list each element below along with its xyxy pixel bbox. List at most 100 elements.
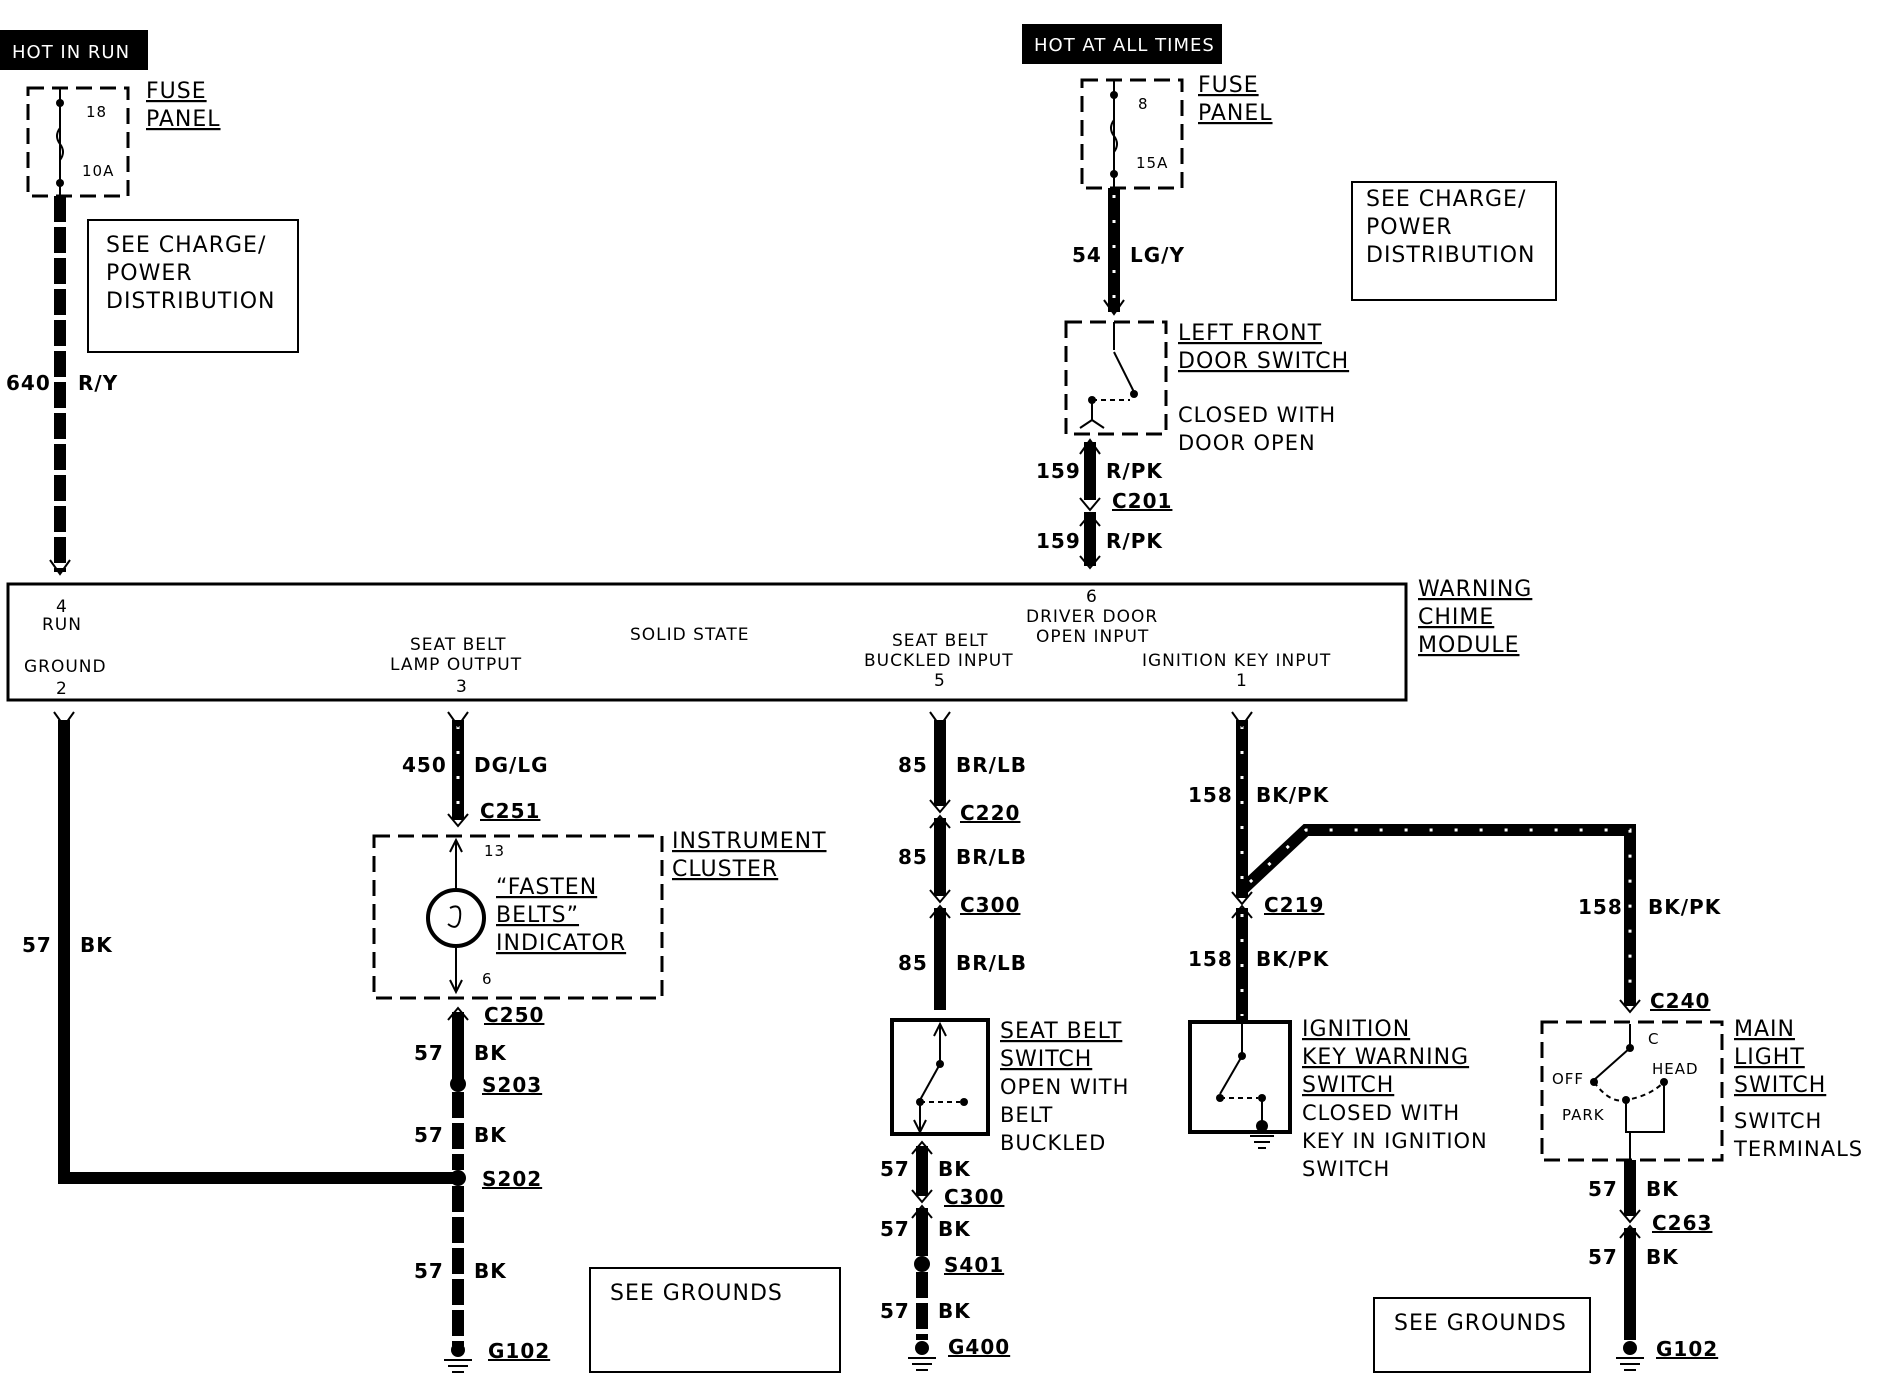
connector-g102-right: G102 (1656, 1337, 1718, 1361)
door-switch-desc2: DOOR OPEN (1178, 431, 1316, 455)
note-charge-right-3: DISTRIBUTION (1366, 243, 1536, 268)
wire-640-num: 640 (6, 371, 51, 395)
fuse-left-number: 18 (86, 103, 107, 121)
cluster-pin-top: 13 (484, 842, 505, 860)
note-charge-power-left (87, 219, 299, 353)
wire-158a-color: BK/PK (1256, 783, 1330, 807)
pin-door-label2: OPEN INPUT (1036, 627, 1149, 647)
wire-57-s1-color: BK (938, 1157, 971, 1181)
connector-c300-upper: C300 (960, 893, 1020, 917)
pin-ground-label: GROUND (24, 657, 107, 677)
door-switch-title2: DOOR SWITCH (1178, 349, 1349, 374)
pin-door-label1: DRIVER DOOR (1026, 607, 1158, 627)
fuse-right-number: 8 (1138, 95, 1149, 113)
cluster-title2: CLUSTER (672, 857, 778, 882)
wire-85b-num: 85 (898, 845, 928, 869)
pin-run-num: 4 (56, 597, 68, 617)
connector-c201: C201 (1112, 489, 1172, 513)
wire-158c-color: BK/PK (1648, 895, 1722, 919)
pin-lamp-label1: SEAT BELT (410, 635, 507, 655)
seatbelt-switch-title2: SWITCH (1000, 1047, 1092, 1072)
fuse-right-title2: PANEL (1198, 101, 1273, 126)
wire-57-m1-color: BK (1646, 1177, 1679, 1201)
hot-at-all-times-label: HOT AT ALL TIMES (1034, 35, 1215, 56)
seatbelt-switch-box (890, 1018, 990, 1136)
wire-158c (1237, 824, 1636, 1006)
wire-640-color: R/Y (78, 371, 118, 395)
wire-159a-color: R/PK (1106, 459, 1163, 483)
wire-57-m2-color: BK (1646, 1245, 1679, 1269)
module-solid-state: SOLID STATE (630, 625, 749, 645)
wire-57-left (58, 720, 454, 1184)
note-charge-left-3: DISTRIBUTION (106, 289, 276, 314)
connector-s401: S401 (944, 1253, 1004, 1277)
wire-85c-num: 85 (898, 951, 928, 975)
wire-158a-num: 158 (1188, 783, 1233, 807)
ground-g400-icon (908, 1341, 936, 1371)
fuse-right-rating: 15A (1136, 154, 1168, 172)
pin-lamp-num: 3 (456, 677, 468, 697)
connector-g400: G400 (948, 1335, 1010, 1359)
module-title3: MODULE (1418, 633, 1520, 658)
wire-57-s2-color: BK (938, 1217, 971, 1241)
pin-key-label: IGNITION KEY INPUT (1142, 651, 1331, 671)
connector-c240: C240 (1650, 989, 1710, 1013)
fasten-belts-lamp-icon (426, 888, 486, 948)
wire-54-color: LG/Y (1130, 243, 1185, 267)
note-see-grounds-2 (1373, 1297, 1591, 1373)
ground-g102-right-icon (1616, 1341, 1644, 1371)
splice-s202 (450, 1170, 466, 1186)
wire-57-c1-num: 57 (414, 1041, 444, 1065)
note-charge-power-right (1351, 181, 1557, 301)
fuse-left-rating: 10A (82, 162, 114, 180)
pin-door-num: 6 (1086, 587, 1098, 607)
wire-54-num: 54 (1072, 243, 1102, 267)
ignition-switch-title1: IGNITION (1302, 1017, 1410, 1042)
note-see-grounds-2-text: SEE GROUNDS (1394, 1311, 1567, 1336)
ignition-switch-box (1188, 1020, 1292, 1134)
wire-57-s2-num: 57 (880, 1217, 910, 1241)
hot-in-run-tag (0, 30, 148, 70)
ignition-switch-desc3: SWITCH (1302, 1157, 1390, 1181)
fuse-panel-right (1080, 78, 1184, 190)
wire-159a-num: 159 (1036, 459, 1081, 483)
ground-ignition-switch-icon (1250, 1120, 1274, 1149)
warning-chime-module (6, 582, 1408, 702)
connector-c250: C250 (484, 1003, 544, 1027)
cluster-title1: INSTRUMENT (672, 829, 827, 854)
wire-85a-color: BR/LB (956, 753, 1027, 777)
seatbelt-switch-title1: SEAT BELT (1000, 1019, 1122, 1044)
wire-158c-num: 158 (1578, 895, 1623, 919)
wire-57-c2-num: 57 (414, 1123, 444, 1147)
wire-57-c1-color: BK (474, 1041, 507, 1065)
note-see-grounds-1 (589, 1267, 841, 1373)
wire-57-s3-color: BK (938, 1299, 971, 1323)
wire-57-m1-num: 57 (1588, 1177, 1618, 1201)
pin-run-label: RUN (42, 615, 82, 635)
door-switch-desc1: CLOSED WITH (1178, 403, 1336, 427)
pin-buckle-label2: BUCKLED INPUT (864, 651, 1014, 671)
wire-57-s3-num: 57 (880, 1299, 910, 1323)
pin-ground-num: 2 (56, 679, 68, 699)
main-light-c: C (1648, 1030, 1659, 1048)
main-light-title1: MAIN (1734, 1017, 1795, 1042)
ignition-switch-desc1: CLOSED WITH (1302, 1101, 1460, 1125)
main-light-park: PARK (1562, 1106, 1605, 1124)
instrument-cluster-box (372, 834, 664, 1000)
seatbelt-switch-desc2: BELT (1000, 1103, 1053, 1127)
pin-lamp-label2: LAMP OUTPUT (390, 655, 522, 675)
main-light-desc1: SWITCH (1734, 1109, 1822, 1133)
connector-g102-left: G102 (488, 1339, 550, 1363)
wire-159b-num: 159 (1036, 529, 1081, 553)
ground-g102-left-icon (444, 1343, 472, 1373)
wire-57-left-num: 57 (22, 933, 52, 957)
cluster-ind2: BELTS” (496, 903, 579, 928)
module-title1: WARNING (1418, 577, 1532, 602)
wire-85b-color: BR/LB (956, 845, 1027, 869)
note-see-grounds-1-text: SEE GROUNDS (610, 1281, 783, 1306)
pin-key-num: 1 (1236, 671, 1248, 691)
fuse-right-title1: FUSE (1198, 73, 1259, 98)
main-light-title2: LIGHT (1734, 1045, 1805, 1070)
seatbelt-switch-desc3: BUCKLED (1000, 1131, 1106, 1155)
